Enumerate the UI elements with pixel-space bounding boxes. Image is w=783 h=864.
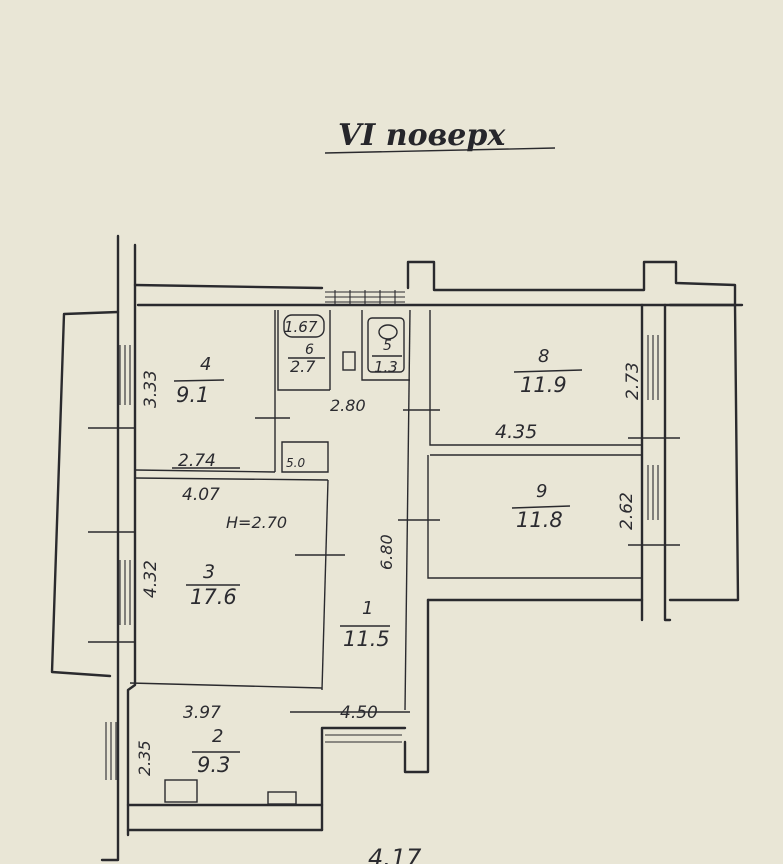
fixtures <box>164 314 405 805</box>
dim-235: 2.35 <box>135 740 154 776</box>
room-9: 9 11.8 <box>511 481 571 532</box>
room-4: 4 9.1 <box>173 354 225 407</box>
room-5: 5 1.3 <box>372 338 402 376</box>
dim-407: 4.07 <box>182 485 220 505</box>
toilet-icon <box>378 324 398 340</box>
dimension-labels: 3.33 2.74 1.67 2.80 2.73 4.35 2.62 4.07 … <box>135 318 643 864</box>
bottom-fragment: 4.17 <box>368 844 422 864</box>
sink-icon <box>342 351 356 371</box>
room-3-number: 3 <box>203 561 215 583</box>
stair-hatch-top <box>325 290 405 306</box>
dim-450: 4.50 <box>340 703 378 723</box>
dim-435: 4.35 <box>495 421 537 443</box>
room-1-number: 1 <box>362 598 373 619</box>
height-270: H=2.70 <box>226 513 287 532</box>
kitchen-sink-icon <box>267 791 297 805</box>
room-6-area: 2.7 <box>290 357 316 376</box>
room-8-area: 11.9 <box>520 373 567 397</box>
room-2-number: 2 <box>212 726 223 747</box>
dim-167: 1.67 <box>284 318 318 336</box>
window-room-8 <box>647 335 659 400</box>
room-1: 1 11.5 <box>340 598 390 651</box>
dim-397: 3.97 <box>183 703 221 723</box>
room-4-area: 9.1 <box>176 383 209 407</box>
window-room-4 <box>119 345 131 405</box>
entrance-hatch <box>325 734 402 743</box>
bathtub-icon <box>283 314 325 338</box>
dim-280: 2.80 <box>330 396 366 415</box>
dim-432: 4.32 <box>141 560 161 598</box>
room-9-number: 9 <box>536 481 547 502</box>
dim-50: 5.0 <box>286 456 305 470</box>
room-1-area: 11.5 <box>343 627 390 651</box>
room-8-number: 8 <box>538 346 549 367</box>
title-underline <box>324 147 556 154</box>
dim-680: 6.80 <box>377 534 396 570</box>
room-4-number: 4 <box>200 354 211 375</box>
room-2: 2 9.3 <box>192 726 240 777</box>
room-9-area: 11.8 <box>516 508 563 532</box>
window-room-9 <box>647 465 659 520</box>
room-8: 8 11.9 <box>513 346 583 397</box>
windows <box>105 290 659 780</box>
door-ticks <box>88 409 680 713</box>
room-6-number: 6 <box>305 342 314 358</box>
interior-walls <box>129 309 642 711</box>
window-room-3 <box>119 560 131 625</box>
room-5-area: 1.3 <box>374 358 398 376</box>
room-3: 3 17.6 <box>186 561 240 609</box>
floor-title: VI поверх <box>338 118 506 153</box>
room-6: 6 2.7 <box>288 342 325 376</box>
dim-274: 2.74 <box>178 451 216 471</box>
toilet-room-icon <box>367 317 405 373</box>
dim-262: 2.62 <box>617 492 637 530</box>
room-labels: 4 9.1 6 2.7 5 1.3 8 11.9 9 11.8 3 17.6 <box>173 338 583 777</box>
dim-333: 3.33 <box>141 370 161 408</box>
room-5-number: 5 <box>383 338 392 354</box>
stove-icon <box>164 779 198 803</box>
exterior-walls <box>50 234 744 862</box>
dim-273: 2.73 <box>623 362 643 400</box>
room-3-area: 17.6 <box>190 585 237 609</box>
room-2-area: 9.3 <box>197 753 230 777</box>
window-room-2 <box>105 722 117 780</box>
